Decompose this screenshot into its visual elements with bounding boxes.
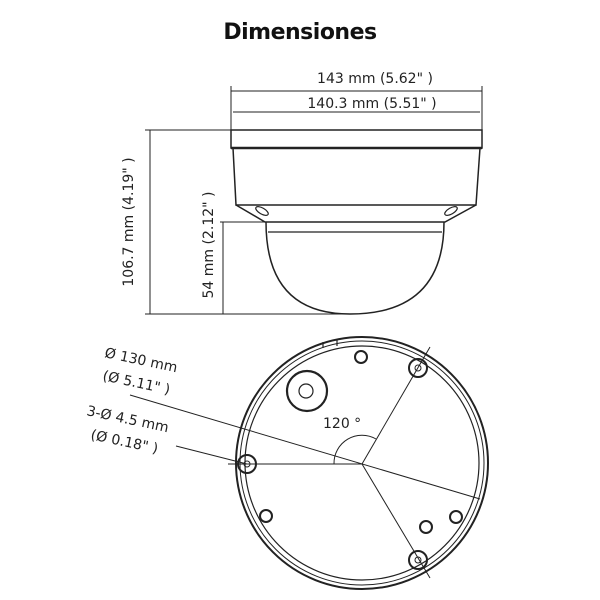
angle-label: 120 ° bbox=[323, 416, 361, 432]
width-outer-label: 143 mm (5.62" ) bbox=[317, 71, 433, 87]
camera-bottom-view bbox=[129, 336, 489, 590]
cable-port bbox=[285, 369, 329, 413]
side-dimensions: 143 mm (5.62" ) 140.3 mm (5.51" ) 106.7 … bbox=[121, 71, 483, 315]
dome bbox=[265, 221, 445, 315]
camera-side-view bbox=[230, 129, 483, 315]
camera-body bbox=[232, 147, 481, 206]
mounting-plate bbox=[230, 129, 483, 149]
height-total-label: 106.7 mm (4.19" ) bbox=[121, 157, 137, 286]
width-inner-label: 140.3 mm (5.51" ) bbox=[307, 96, 436, 112]
height-dome-label: 54 mm (2.12" ) bbox=[201, 192, 217, 299]
page-title: Dimensiones bbox=[223, 20, 377, 45]
